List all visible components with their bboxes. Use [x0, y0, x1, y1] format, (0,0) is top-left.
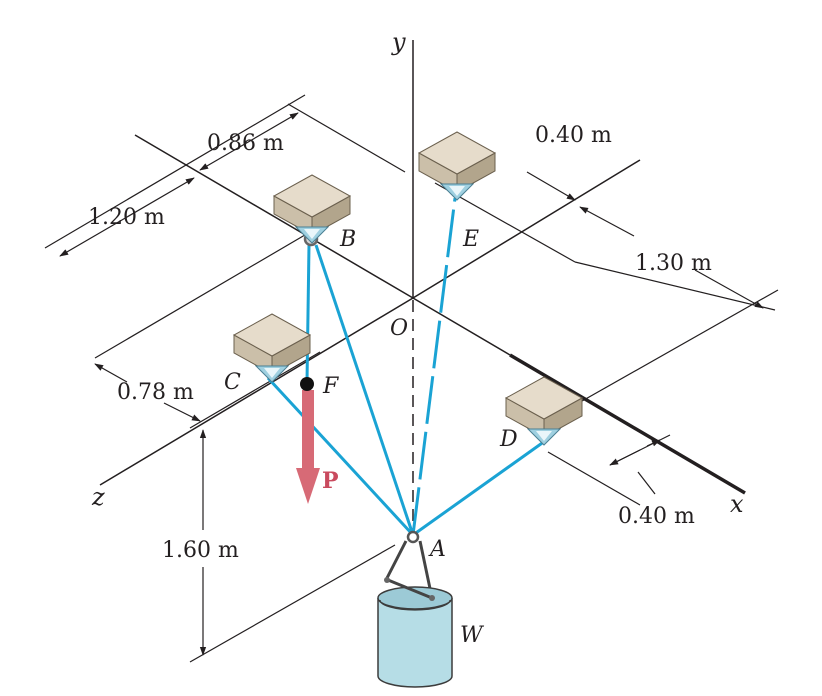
anchor-block-B [272, 174, 352, 244]
dim-label-1.60m: 1.60 m [162, 538, 239, 563]
point-label-F: F [322, 374, 339, 399]
point-label-E: E [462, 227, 479, 252]
point-label-D: D [499, 427, 518, 452]
dim-label-0.86m: 0.86 m [207, 131, 284, 156]
axis-label-x: x [730, 490, 744, 518]
coordinate-axes [99, 40, 746, 495]
cable-BF [305, 244, 311, 383]
cables [266, 197, 546, 537]
dim-label-0.40m-bottom: 0.40 m [618, 504, 695, 529]
anchor-block-C [232, 313, 312, 383]
dim-label-1.30m: 1.30 m [635, 251, 712, 276]
point-label-O: O [390, 316, 408, 341]
reference-lines [44, 94, 779, 663]
load-arrow-P [296, 390, 320, 504]
x-axis-thin [412, 297, 511, 356]
axis-line-upper [134, 134, 414, 299]
axis-line-left [99, 297, 414, 486]
point-label-W: W [460, 623, 485, 648]
dim-label-1.20m: 1.20 m [88, 205, 165, 230]
point-label-B: B [339, 227, 356, 252]
bucket-W [377, 540, 453, 688]
anchor-block-D [504, 376, 584, 446]
point-F-dot [300, 377, 314, 391]
point-label-A: A [428, 537, 446, 562]
dim-label-0.40m-top: 0.40 m [535, 123, 612, 148]
anchor-block-E [417, 131, 497, 201]
cable-AB [314, 244, 415, 536]
dimension-arrows [59, 112, 764, 656]
cable-AE [411, 197, 457, 536]
axis-label-y: y [391, 28, 406, 56]
axis-label-z: z [91, 483, 105, 511]
load-label-P: P [322, 468, 339, 494]
cable-AC [266, 376, 415, 537]
point-label-C: C [224, 370, 241, 395]
cable-AD [412, 439, 546, 537]
axis-line-back [412, 159, 641, 299]
x-axis-thick [509, 353, 746, 495]
dim-label-0.78m: 0.78 m [117, 380, 194, 405]
ring-A [406, 530, 420, 544]
